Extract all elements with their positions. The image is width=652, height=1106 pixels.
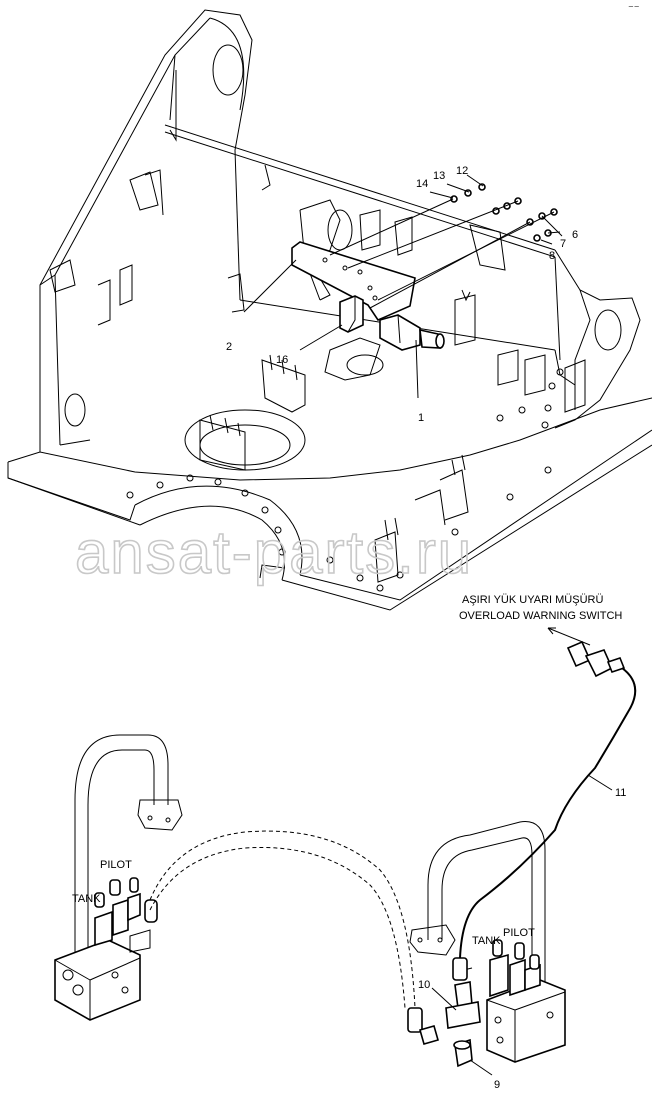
callout-16: 16: [276, 354, 288, 366]
switch-caption-tr: AŞIRI YÜK UYARI MÜŞÜRÜ: [462, 594, 603, 606]
harness-cable-part-11: [459, 667, 637, 959]
right-pilot-label: PILOT: [503, 927, 535, 939]
left-pilot-label: PILOT: [100, 859, 132, 871]
callout-12: 12: [456, 165, 468, 177]
overload-switch: [566, 640, 626, 678]
left-pipe-loop: [74, 734, 183, 960]
leader-lines-upper: [243, 174, 563, 399]
callout-6: 6: [572, 229, 578, 241]
switch-block-part-16: [339, 295, 364, 333]
elbow-fitting-part-9: [453, 1038, 473, 1068]
callout-10: 10: [418, 979, 430, 991]
callout-1: 1: [418, 412, 424, 424]
right-valve-block: [454, 939, 566, 1063]
left-valve-block: [54, 877, 158, 1021]
frame-assembly: [7, 9, 652, 611]
right-pipe-loop: [409, 821, 546, 985]
callout-7: 7: [560, 238, 566, 250]
right-tank-label: TANK: [472, 935, 501, 947]
pilot-hose-dashed: [149, 830, 416, 1009]
switch-caption-en: OVERLOAD WARNING SWITCH: [459, 610, 622, 622]
callout-9: 9: [494, 1079, 500, 1091]
watermark: ansat-parts.ru: [75, 519, 473, 586]
caption-arrow: [547, 627, 591, 646]
callout-11: 11: [615, 787, 626, 799]
callout-14: 14: [416, 178, 428, 190]
corner-mark: ⁻⁻: [628, 3, 640, 15]
callout-8: 8: [549, 250, 555, 262]
fasteners: [450, 183, 558, 242]
tee-fitting-part-10: [445, 957, 481, 1029]
hose-end-fitting: [407, 1007, 439, 1045]
pressure-switch-part-1: [379, 314, 445, 351]
callout-13: 13: [433, 170, 445, 182]
left-tank-label: TANK: [72, 893, 101, 905]
callout-2: 2: [226, 341, 232, 353]
